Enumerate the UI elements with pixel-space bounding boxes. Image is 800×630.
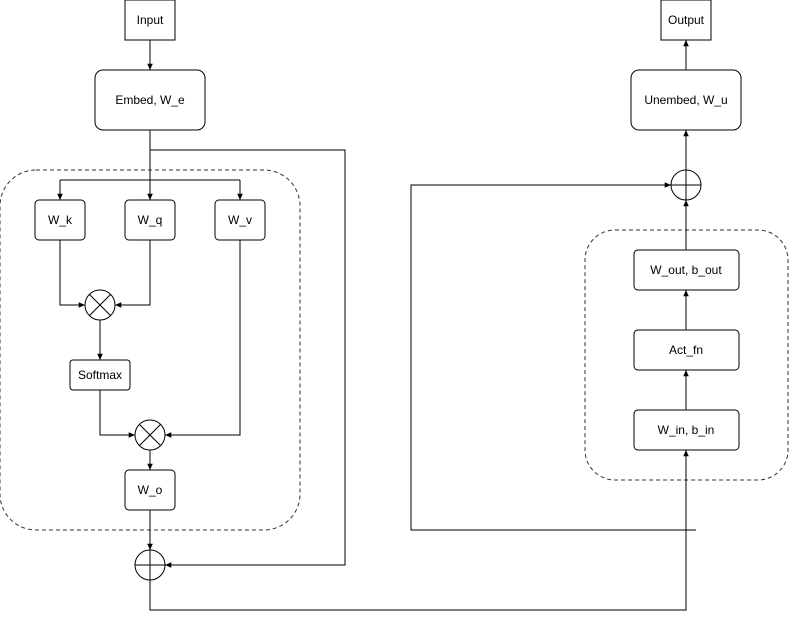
wout-box xyxy=(633,249,740,291)
softmax-box xyxy=(69,359,131,391)
wout-label: W_out, b_out xyxy=(650,263,722,277)
softmax-label: Softmax xyxy=(78,368,122,382)
wo-node: W_o xyxy=(124,469,176,511)
wv-node: W_v xyxy=(214,199,266,241)
unembed-label: Unembed, W_u xyxy=(644,93,727,107)
wire-wq-mult xyxy=(115,240,151,308)
add-mlp-node xyxy=(670,169,702,201)
unembed-box xyxy=(630,69,742,131)
wv-box xyxy=(214,199,266,241)
multiply-qk-node xyxy=(84,289,116,321)
wk-box xyxy=(34,199,86,241)
output-node: Output xyxy=(660,0,712,41)
wire-wk-mult xyxy=(59,240,85,308)
embed-box xyxy=(94,69,206,131)
add-icon-cross xyxy=(135,550,165,580)
actfn-box xyxy=(633,329,740,371)
add-icon-cross xyxy=(671,170,701,200)
connectors xyxy=(57,40,696,611)
softmax-node: Softmax xyxy=(69,359,131,391)
input-box xyxy=(124,0,176,41)
actfn-node: Act_fn xyxy=(633,329,740,371)
wire-residual-attn xyxy=(150,149,346,568)
unembed-node: Unembed, W_u xyxy=(630,69,742,131)
output-box xyxy=(660,0,712,41)
multiply-v-node xyxy=(134,419,166,451)
win-label: W_in, b_in xyxy=(658,423,715,437)
wire-residual-mlp xyxy=(410,182,696,531)
add-attn-node xyxy=(134,549,166,581)
input-node: Input xyxy=(124,0,176,41)
wq-box xyxy=(124,199,176,241)
win-node: W_in, b_in xyxy=(633,409,740,451)
win-box xyxy=(633,409,740,451)
output-label: Output xyxy=(668,13,705,27)
wire-wv-mult2 xyxy=(165,240,241,438)
wq-label: W_q xyxy=(138,213,163,227)
wk-node: W_k xyxy=(34,199,86,241)
wk-label: W_k xyxy=(48,213,73,227)
embed-label: Embed, W_e xyxy=(115,93,185,107)
wo-box xyxy=(124,469,176,511)
embed-node: Embed, W_e xyxy=(94,69,206,131)
wq-node: W_q xyxy=(124,199,176,241)
input-label: Input xyxy=(137,13,164,27)
wire-softmax-mult2 xyxy=(99,390,135,438)
wout-node: W_out, b_out xyxy=(633,249,740,291)
multiply-icon-cross xyxy=(139,424,161,446)
actfn-label: Act_fn xyxy=(669,343,703,357)
wv-label: W_v xyxy=(228,213,252,227)
multiply-icon-cross xyxy=(89,294,111,316)
wo-label: W_o xyxy=(138,483,163,497)
